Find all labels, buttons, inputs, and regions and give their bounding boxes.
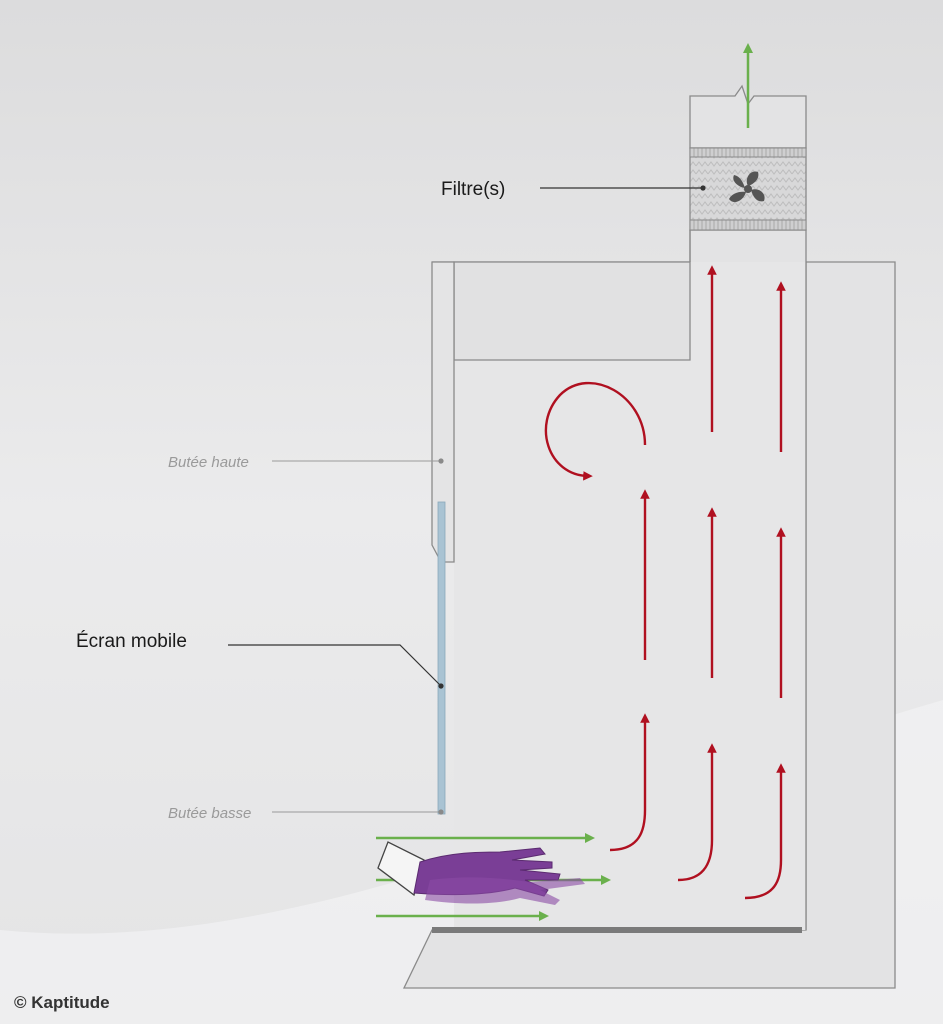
screen-label: Écran mobile [76, 631, 187, 652]
airflow-arrow [677, 743, 717, 882]
airflow-arrow [609, 713, 650, 852]
internal-airflow [544, 265, 786, 900]
top-baffle [453, 261, 691, 361]
leader-lines [228, 185, 706, 815]
mobile-screen [437, 501, 446, 815]
airflow-arrow [744, 763, 786, 900]
stop-low-label: Butée basse [168, 805, 251, 822]
copyright: © Kaptitude [14, 993, 110, 1012]
cabinet [402, 229, 896, 989]
stop-high-label: Butée haute [168, 454, 249, 471]
fan-icon [729, 171, 765, 203]
front-panel [431, 261, 455, 563]
vortex-arrow [544, 381, 647, 481]
filter-label: Filtre(s) [441, 179, 505, 200]
glove-hand-icon [377, 841, 585, 905]
worktop [432, 927, 802, 933]
work-chamber [454, 262, 806, 930]
